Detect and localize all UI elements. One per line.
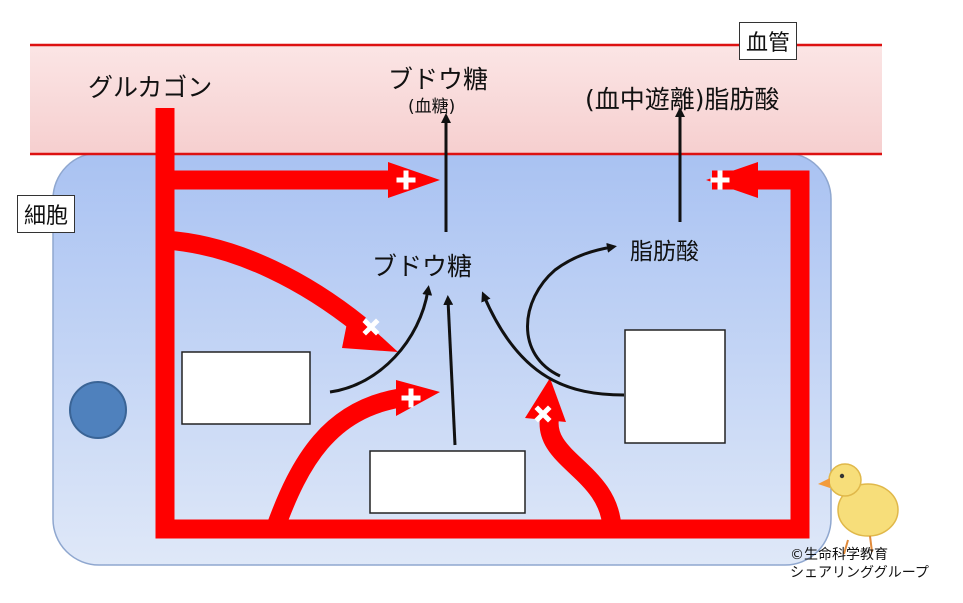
credit-text: ©生命科学教育 シェアリンググループ bbox=[790, 546, 929, 582]
plus-icon bbox=[710, 170, 730, 190]
glucagon-label: グルカゴン bbox=[88, 73, 213, 102]
free-fatty-acid-label: (血中遊離)脂肪酸 bbox=[585, 85, 780, 114]
fatty-acid-label: 脂肪酸 bbox=[630, 239, 699, 265]
plus-icon bbox=[401, 388, 421, 408]
blank-box-bottom bbox=[369, 450, 526, 514]
black-arrows bbox=[329, 107, 685, 446]
blood-sugar-label: (血糖) bbox=[408, 97, 456, 117]
cell-label: 細胞 bbox=[17, 195, 76, 233]
nucleus bbox=[69, 381, 127, 439]
activation-markers bbox=[362, 170, 730, 423]
cross-icon bbox=[534, 405, 552, 423]
blank-box-left bbox=[181, 351, 311, 425]
credit-line-2: シェアリンググループ bbox=[790, 565, 929, 581]
blood-vessel-label: 血管 bbox=[739, 22, 798, 60]
blank-boxes bbox=[181, 329, 726, 514]
cross-icon bbox=[362, 318, 380, 336]
glucagon-pathways bbox=[155, 108, 810, 539]
glucose-cell-label: ブドウ糖 bbox=[372, 252, 473, 281]
credit-line-1: ©生命科学教育 bbox=[790, 547, 888, 563]
plus-icon bbox=[396, 170, 416, 190]
chick-mascot-icon bbox=[818, 463, 899, 555]
glucose-blood-label: ブドウ糖 bbox=[388, 65, 489, 94]
blank-box-right bbox=[624, 329, 726, 444]
